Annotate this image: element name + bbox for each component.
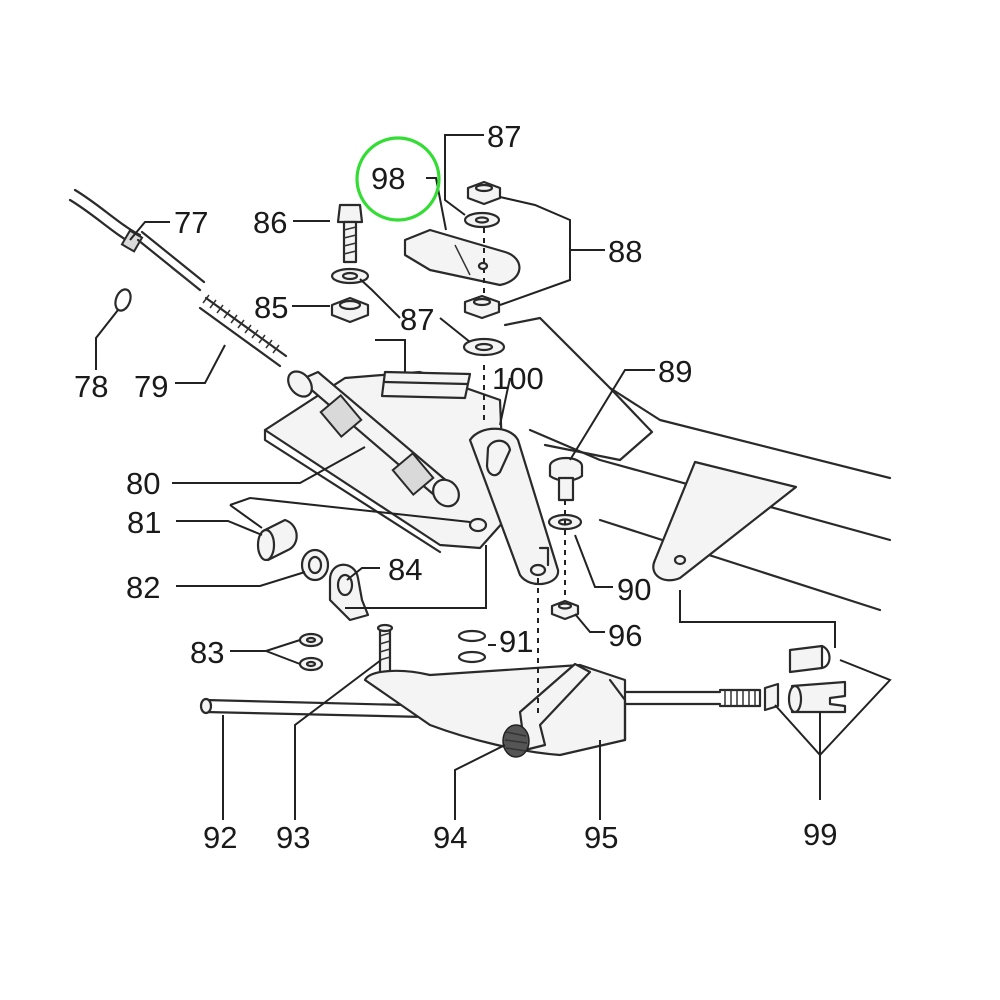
callout-leaders: [95, 134, 892, 820]
callout-95: 95: [584, 820, 618, 855]
spring-79: [198, 294, 288, 368]
pin-89: [548, 456, 584, 502]
callout-87-top: 87: [487, 119, 521, 154]
callout-94: 94: [433, 820, 467, 855]
callout-77: 77: [174, 205, 208, 240]
callout-78: 78: [74, 369, 108, 404]
callout-84: 84: [388, 552, 422, 587]
washer-91-lower: [457, 650, 487, 664]
bolt-86: [336, 203, 364, 264]
callout-87-lower: 87: [400, 302, 434, 337]
washer-91-upper: [457, 629, 487, 643]
clevis-99: [763, 644, 847, 714]
callout-96: 96: [608, 618, 642, 653]
bushing-82: [300, 548, 330, 582]
callout-99: 99: [803, 817, 837, 852]
assembly-lines: [229, 228, 836, 715]
washer-83-lower: [298, 656, 324, 672]
clamp-84: [328, 563, 370, 622]
screw-93: [376, 623, 394, 680]
callout-91: 91: [499, 624, 533, 659]
bracket-98: [403, 228, 521, 287]
cable-77: [68, 188, 206, 292]
block-plate: [380, 370, 472, 400]
callout-81: 81: [127, 505, 161, 540]
washer-87-top: [463, 211, 501, 229]
washer-87-bottom: [462, 337, 506, 357]
callout-92: 92: [203, 820, 237, 855]
washer-83-upper: [298, 632, 324, 648]
callout-83: 83: [190, 635, 224, 670]
bushing-81: [256, 518, 298, 562]
nut-96: [550, 599, 580, 621]
ring-78: [114, 288, 132, 312]
callout-85: 85: [254, 290, 288, 325]
callout-89: 89: [658, 354, 692, 389]
callout-labels: 77 78 79 80 81 82 83 84 85 86 87 87 88 8…: [74, 119, 837, 855]
callout-90: 90: [617, 572, 651, 607]
callout-88: 88: [608, 234, 642, 269]
bracket-95: [363, 662, 627, 757]
washer-87-upper: [330, 267, 370, 285]
callout-79: 79: [134, 369, 168, 404]
callout-98: 98: [371, 161, 405, 196]
lever-100: [468, 427, 560, 586]
callout-86: 86: [253, 205, 287, 240]
callout-100: 100: [492, 361, 544, 396]
highlight-circle-98: [355, 136, 441, 222]
knob-94: [502, 724, 530, 758]
nut-85: [330, 296, 370, 324]
nut-88-bottom: [463, 294, 501, 320]
mounting-plate-80: [263, 370, 507, 554]
callout-80: 80: [126, 466, 160, 501]
callout-93: 93: [276, 820, 310, 855]
nut-88-top: [466, 180, 502, 206]
callout-82: 82: [126, 570, 160, 605]
threaded-rod: [623, 688, 762, 708]
triangle-plate: [652, 460, 798, 582]
frame-beam: [503, 316, 892, 612]
